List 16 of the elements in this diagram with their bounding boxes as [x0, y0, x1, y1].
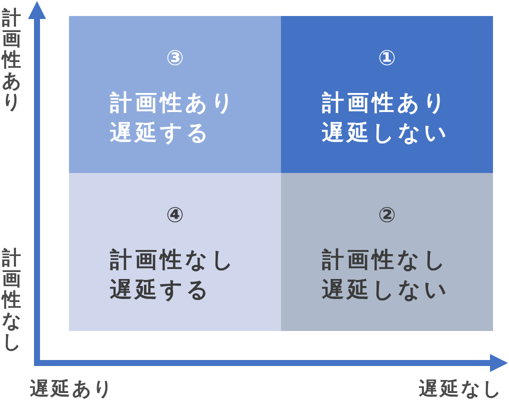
quadrant-box — [281, 16, 493, 173]
quadrant-label: 計画性あり遅延しない — [322, 90, 451, 148]
quadrant-box — [281, 173, 493, 331]
quadrant-number: ③ — [166, 45, 184, 72]
quadrant-number: ④ — [166, 202, 184, 229]
axis-label: 計画性なし — [2, 248, 21, 352]
quadrant-label: 計画性なし遅延する — [110, 247, 238, 305]
quadrant-box — [69, 16, 281, 173]
axis-label: 計画性あり — [2, 8, 21, 112]
quadrant-label: 計画性なし遅延しない — [322, 247, 451, 305]
quadrant-box — [69, 173, 281, 331]
axis-label: 遅延なし — [419, 377, 503, 401]
quadrant-number: ② — [378, 202, 396, 229]
quadrant-label: 計画性あり遅延する — [110, 90, 238, 148]
quadrant-number: ① — [378, 45, 396, 72]
axis-label: 遅延あり — [30, 377, 114, 401]
